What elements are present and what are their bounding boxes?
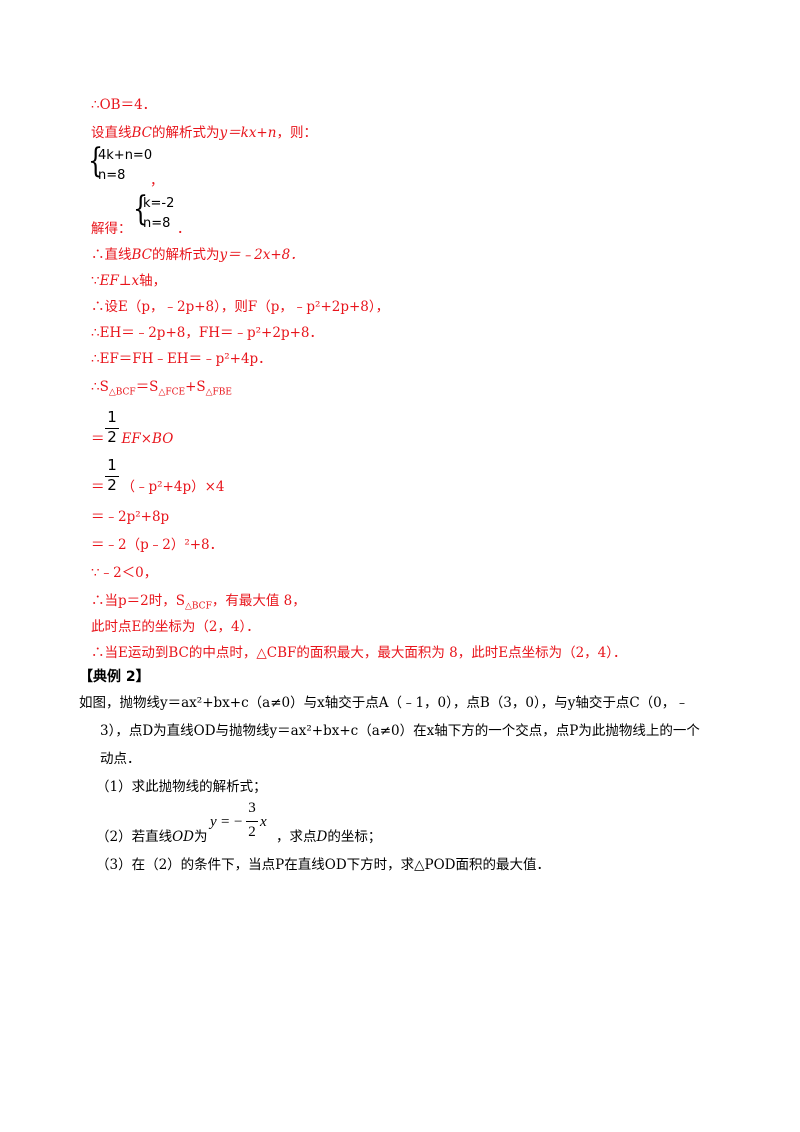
text: 的坐标； (327, 829, 382, 845)
fraction-numerator: 1 (107, 456, 117, 474)
fraction-bar (105, 428, 119, 429)
line-half-expression: ＝ （﹣p²+4p）×4 (91, 478, 225, 496)
line-set-e-f: ∴设E（p，﹣2p+8），则F（p，﹣p²+2p+8）， (91, 299, 390, 315)
line-ef: ∴EF＝FH﹣EH＝﹣p²+4p． (91, 351, 272, 367)
line-ef-perp-x: ∵EF⊥x轴， (91, 272, 166, 290)
text: EF (99, 273, 119, 289)
subscript: △BCF (108, 387, 136, 398)
text: OD (172, 829, 194, 845)
subscript: △BCF (184, 601, 212, 612)
subscript: △FBE (205, 387, 232, 398)
text: BC (131, 125, 153, 141)
text: +S (185, 379, 206, 395)
line-point-e: 此时点E的坐标为（2，4）． (91, 619, 260, 635)
fraction-one-half: 1 2 (104, 408, 120, 446)
line-expanded: ＝﹣2p²+8p (91, 509, 170, 525)
text: 为 (194, 829, 208, 845)
brace-icon: { (133, 189, 149, 229)
fraction-denominator: 2 (107, 476, 117, 494)
text: ∴直线 (91, 247, 132, 263)
text: 的解析式为 (152, 247, 220, 263)
line-vertex-form: ＝﹣2（p﹣2）²+8． (91, 537, 224, 553)
equation-row: k=-2 (143, 196, 175, 211)
system-1-comma: ， (150, 173, 164, 189)
example-heading: 【典例 2】 (79, 669, 150, 685)
formula-x: x (260, 814, 267, 830)
text: ∵ (91, 273, 100, 289)
fraction-one-half: 1 2 (104, 456, 120, 494)
system-2-period: ． (177, 221, 191, 237)
equation-system-2: { k=-2 n=8 (133, 189, 183, 236)
text: （﹣p²+4p）×4 (121, 479, 225, 495)
fraction-denominator: 2 (107, 428, 117, 446)
text: ＝ (91, 431, 105, 447)
line-eh-fh: ∴EH＝﹣2p+8，FH＝﹣p²+2p+8． (91, 325, 323, 341)
text: ∴S (91, 379, 109, 395)
text: BC (131, 247, 153, 263)
line-area-sum: ∴S△BCF＝S△FCE+S△FBE (91, 378, 232, 398)
text: 的解析式为 (152, 125, 220, 141)
fraction-bar (105, 476, 119, 477)
text: ＝ (91, 479, 105, 495)
text: （2）若直线 (96, 829, 173, 845)
formula-equals: = (221, 814, 230, 830)
fraction-bar (246, 821, 258, 822)
text: y＝﹣2x+8． (219, 247, 304, 263)
equation-system-1: { 4k+n=0 n=8 (88, 141, 158, 188)
text: ，有最大值 8， (211, 593, 306, 609)
question-line-1: 如图，抛物线y＝ax²+bx+c（a≠0）与x轴交于点A（﹣1，0），点B（3，… (79, 695, 689, 711)
line-conclusion: ∴当E运动到BC的中点时，△CBF的面积最大，最大面积为 8，此时E点坐标为（2… (91, 645, 627, 661)
equation-row: n=8 (98, 168, 126, 183)
formula-y: y (210, 814, 217, 830)
sub-question-2: （2）若直线OD为 (96, 828, 208, 846)
line-set-bc-expression: 设直线BC的解析式为y＝kx+n，则： (91, 124, 317, 142)
line-bc-result: ∴直线BC的解析式为y＝﹣2x+8． (91, 246, 304, 264)
text: ⊥ (118, 273, 132, 289)
formula-minus: − (234, 814, 243, 830)
brace-icon: { (88, 141, 104, 181)
sub-question-2-tail: ，求点D的坐标； (276, 828, 381, 846)
line-coefficient-negative: ∵﹣2＜0， (91, 565, 158, 581)
text: ＝S (135, 379, 159, 395)
text: y＝kx+n (219, 125, 277, 141)
line-max-value: ∴当p＝2时，S△BCF，有最大值 8， (91, 592, 306, 612)
text: ，则： (276, 125, 317, 141)
label-solve: 解得： (91, 221, 132, 237)
line-half-ef-bo: ＝ EF×BO (91, 430, 173, 448)
subscript: △FCE (158, 387, 186, 398)
question-line-3: 动点． (100, 751, 141, 767)
text: ∴当p＝2时，S (91, 593, 185, 609)
formula-numerator: 3 (248, 800, 256, 816)
text: ，求点 (276, 829, 317, 845)
question-line-2: 3），点D为直线OD与抛物线y＝ax²+bx+c（a≠0）在x轴下方的一个交点，… (100, 723, 700, 739)
equation-row: n=8 (143, 216, 171, 231)
sub-question-1: （1）求此抛物线的解析式； (96, 779, 267, 795)
text: 设直线 (91, 125, 132, 141)
text: x (131, 273, 140, 289)
fraction-numerator: 1 (107, 408, 117, 426)
formula-od-line: y = − 3 2 x (210, 800, 276, 844)
equation-row: 4k+n=0 (98, 148, 153, 163)
sub-question-3: （3）在（2）的条件下，当点P在直线OD下方时，求△POD面积的最大值． (96, 857, 551, 873)
text: EF×BO (121, 431, 174, 447)
formula-denominator: 2 (248, 824, 256, 840)
text: D (316, 829, 328, 845)
text: 轴， (139, 273, 167, 289)
line-ob-equals-4: ∴OB＝4． (91, 97, 157, 113)
